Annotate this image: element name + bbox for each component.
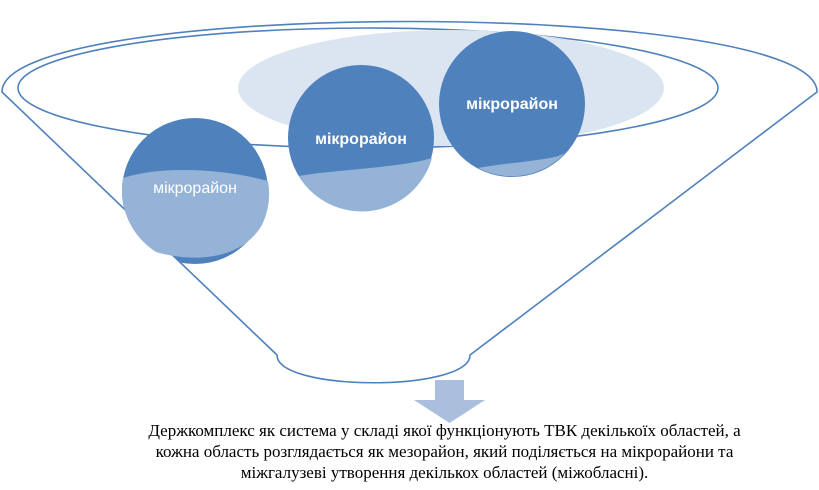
circle-dark-part-3 [439,31,585,177]
down-arrow-icon [414,380,485,423]
circle-light-part-2 [299,158,432,212]
caption-line-3: міжгалузеві утворення декількох областей… [240,463,649,482]
circle-overlay-1 [121,170,270,258]
circle-light-part-3 [478,152,566,177]
caption-line-1: Держкомплекс як система у складі якої фу… [148,421,741,440]
caption-line-2: кожна область розглядається як мезорайон… [155,442,734,461]
circle-label-2: мікрорайон [315,131,407,148]
circle-label-3: мікрорайон [466,96,558,113]
circle-label-1: мікрорайон [153,180,237,197]
diagram-caption: Держкомплекс як система у складі якої фу… [72,420,817,483]
